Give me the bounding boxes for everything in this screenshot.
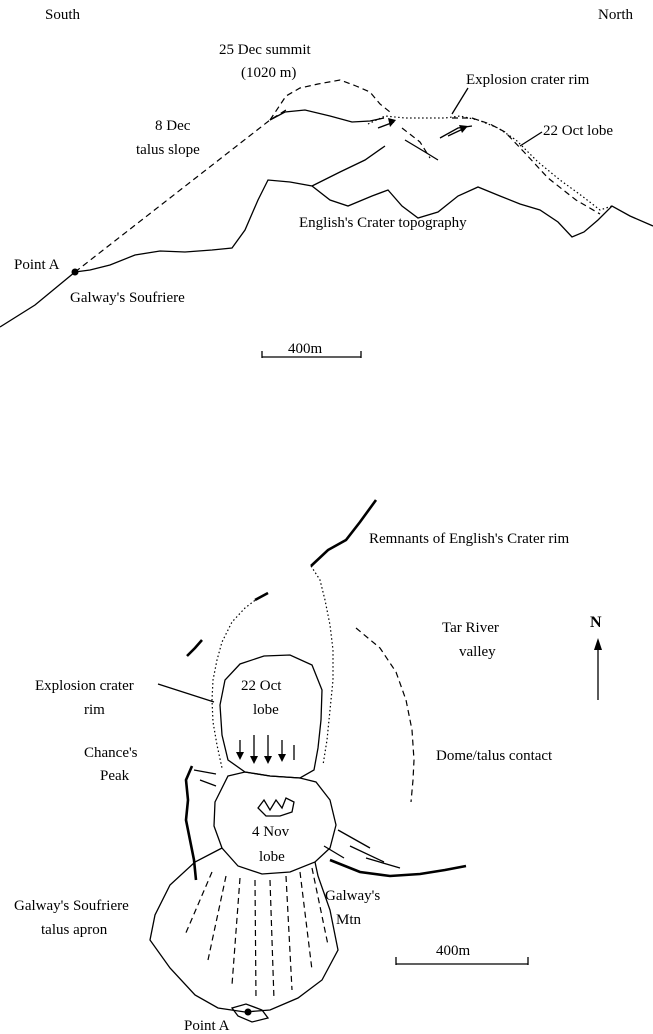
chances-peak-hatch: [193, 769, 217, 787]
label-apron-line1: Galway's Soufriere: [14, 898, 129, 914]
north-arrow: N: [590, 614, 602, 700]
flow-arrow-right-head: [459, 125, 468, 133]
label-apron-line2: talus apron: [41, 922, 108, 938]
talus-apron-outline: [149, 847, 339, 1013]
north-arrow-label: N: [590, 614, 602, 631]
scale-label-profile: 400m: [288, 341, 323, 357]
label-nov-line2: lobe: [259, 849, 285, 865]
nov-4-summit-blocks: [257, 797, 295, 817]
label-talus-line2: talus slope: [136, 142, 200, 158]
scale-bar-profile: 400m: [261, 341, 362, 358]
label-remnants: Remnants of English's Crater rim: [369, 531, 570, 547]
label-summit-line1: 25 Dec summit: [219, 42, 311, 58]
label-dome-talus-contact: Dome/talus contact: [436, 748, 553, 764]
galways-mtn-hatch: [323, 829, 401, 869]
label-mtn-line2: Mtn: [336, 912, 362, 928]
label-south: South: [45, 7, 81, 23]
label-chance-line1: Chance's: [84, 745, 138, 761]
label-chance-line2: Peak: [100, 768, 130, 784]
label-explosion-line1: Explosion crater: [35, 678, 134, 694]
label-mtn-line1: Galway's: [325, 888, 380, 904]
label-oct-lobe: 22 Oct lobe: [543, 123, 613, 139]
scale-label-map: 400m: [436, 943, 471, 959]
point-a-marker-profile: [71, 268, 79, 276]
english-crater-topography-line: [0, 179, 653, 328]
leader-oct-lobe: [519, 131, 543, 147]
scale-bar-map: 400m: [395, 943, 529, 965]
point-a-marker-map: [244, 1008, 252, 1016]
label-point-a-profile: Point A: [14, 257, 60, 273]
inner-flow-line-2: [404, 139, 439, 161]
label-talus-line1: 8 Dec: [155, 118, 191, 134]
inner-flow-line: [311, 145, 386, 187]
label-tar-line2: valley: [459, 644, 496, 660]
flow-arrow-left-head: [388, 118, 396, 127]
chances-peak-ridge: [184, 765, 198, 881]
label-english-topography: English's Crater topography: [299, 215, 467, 231]
map-section: Remnants of English's Crater rim 22 Oct …: [14, 499, 602, 1034]
label-oct-line1: 22 Oct: [241, 678, 282, 694]
talus-slope-8-dec-line: [74, 109, 287, 273]
nov-4-lobe-outline: [213, 771, 337, 875]
lobe-flow-arrows: [236, 735, 295, 764]
label-explosion-line2: rim: [84, 702, 105, 718]
dome-talus-contact-line: [355, 627, 415, 803]
label-north: North: [598, 7, 633, 23]
talus-apron-streaks: [184, 867, 329, 1001]
explosion-crater-rim-east: [310, 565, 334, 766]
oct-22-lobe-line: [452, 117, 601, 215]
leader-explosion-rim: [451, 87, 469, 115]
label-nov-line1: 4 Nov: [252, 824, 290, 840]
summit-25-dec-profile: [269, 79, 391, 121]
rim-fragment-2: [186, 639, 203, 657]
label-oct-line2: lobe: [253, 702, 279, 718]
rim-fragment: [254, 591, 269, 602]
galways-mtn-ridge: [329, 858, 467, 878]
dome-profile-line: [269, 109, 385, 123]
label-point-a-map: Point A: [184, 1018, 230, 1034]
profile-section: South North 25 Dec summit (1020 m) Explo…: [0, 7, 653, 358]
point-a-loop: [230, 1003, 270, 1023]
english-crater-rim-remnant: [310, 499, 378, 567]
label-summit-line2: (1020 m): [241, 65, 296, 81]
collapse-dashed-line: [401, 127, 431, 159]
label-tar-line1: Tar River: [442, 620, 499, 636]
label-explosion-crater-rim: Explosion crater rim: [466, 72, 590, 88]
label-galway-soufriere: Galway's Soufriere: [70, 290, 185, 306]
leader-explosion-map: [157, 683, 215, 703]
